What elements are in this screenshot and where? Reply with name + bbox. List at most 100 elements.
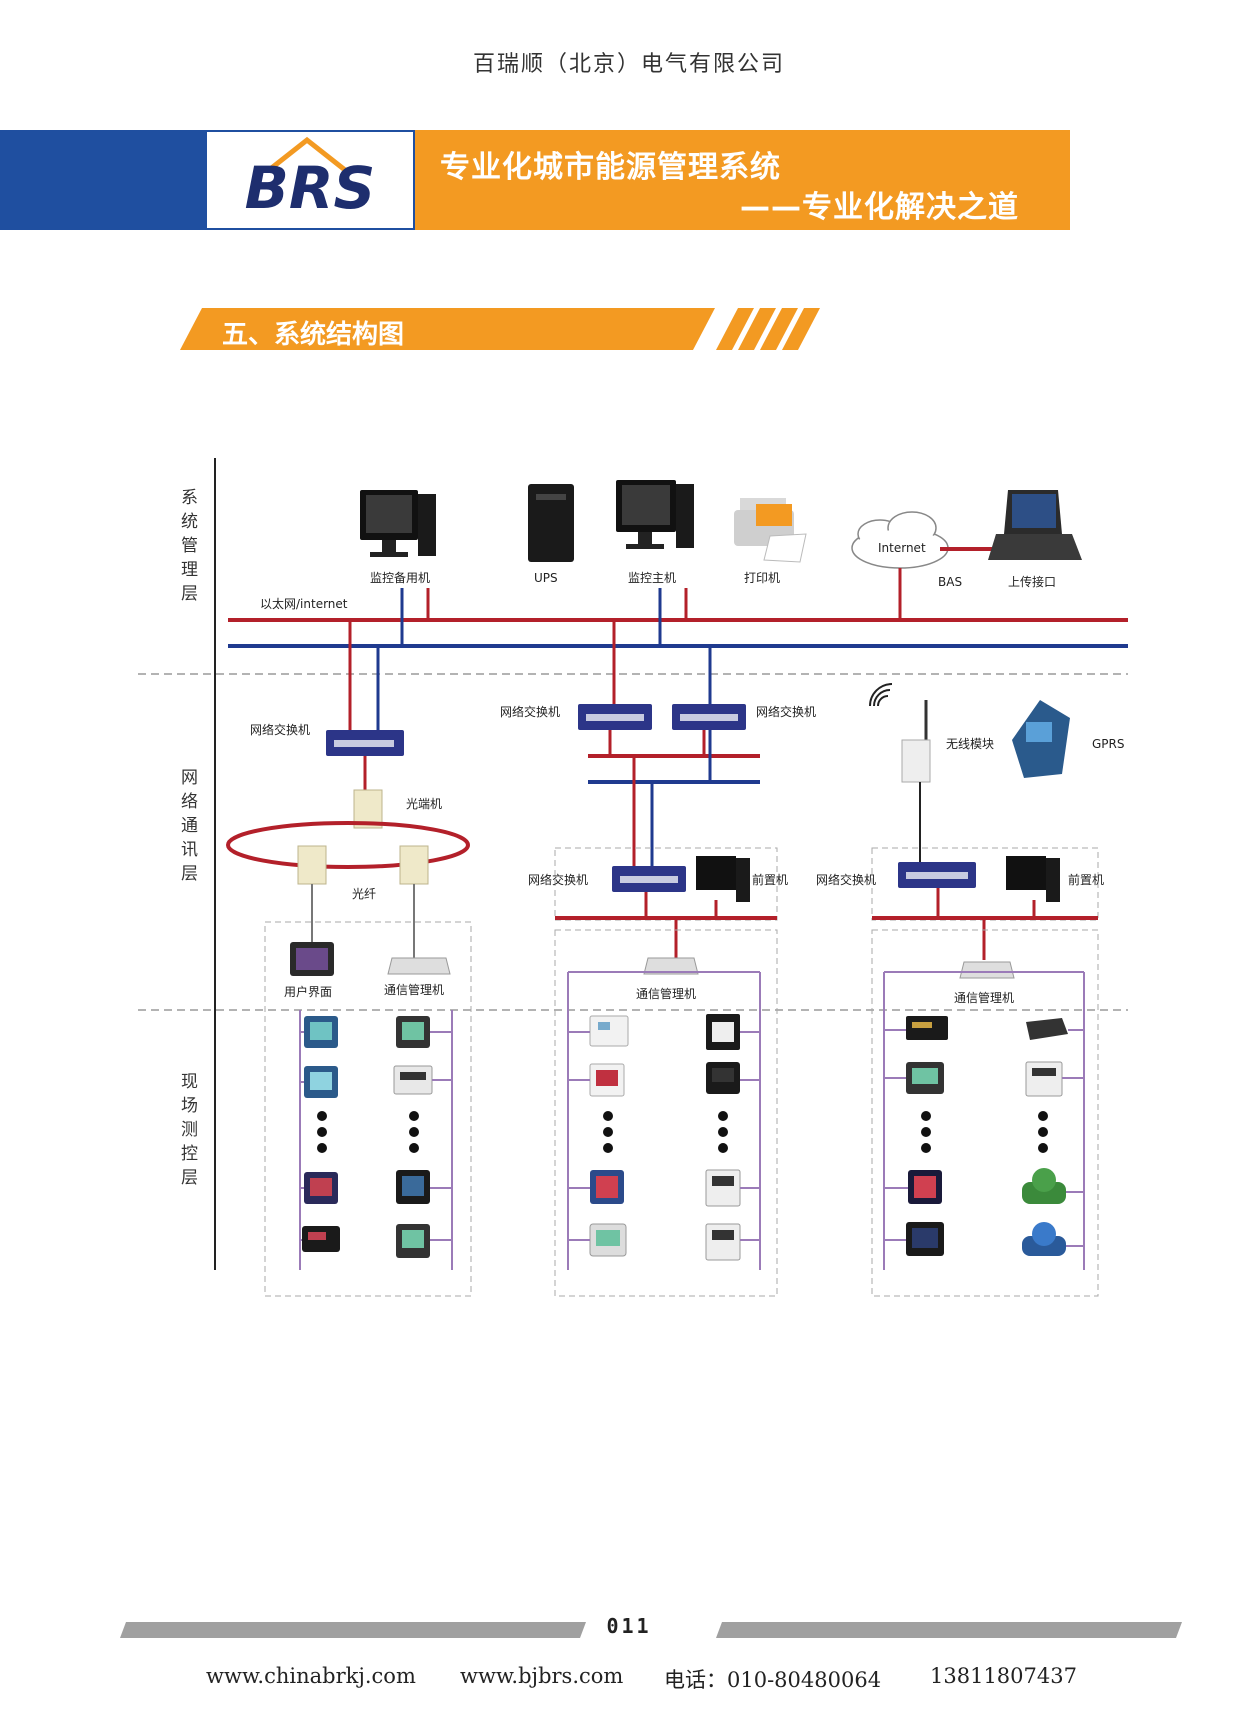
comm-manager-2-icon <box>643 957 699 975</box>
fiber-label: 光纤 <box>352 887 376 901</box>
banner-title: 专业化城市能源管理系统 <box>440 150 781 185</box>
meter-icon <box>908 1170 942 1204</box>
layer-label-system: 系统管理层 <box>177 488 198 608</box>
company-name: 百瑞顺（北京）电气有限公司 <box>472 52 785 77</box>
footer-site2[interactable]: www.bjbrs.com <box>460 1664 624 1688</box>
switch3-label: 网络交换机 <box>756 704 816 719</box>
switch2-label: 网络交换机 <box>500 704 560 719</box>
network-switch-5-icon <box>898 862 976 888</box>
internet-cloud-icon <box>851 511 949 569</box>
brs-logo: BRS <box>205 130 415 230</box>
meter-icon <box>396 1170 430 1204</box>
switch5-label: 网络交换机 <box>816 872 876 887</box>
backup-monitor-computer-icon <box>360 490 436 557</box>
ups-icon <box>528 484 574 562</box>
ellipsis-dots-icon <box>317 1111 327 1153</box>
layer-label-field: 现场测控层 <box>177 1072 198 1192</box>
meter-icon <box>589 1063 625 1097</box>
ellipsis-dots-icon <box>1038 1111 1048 1153</box>
meter-icon <box>590 1170 624 1204</box>
footer-mobile: 13811807437 <box>930 1664 1077 1688</box>
front-computer-1-icon <box>696 856 750 902</box>
footer-site1[interactable]: www.chinabrkj.com <box>206 1664 416 1688</box>
front-computer-2-icon <box>1006 856 1060 902</box>
logo-lettering: BRS <box>245 154 376 222</box>
ellipsis-dots-icon <box>718 1111 728 1153</box>
water-meter-icon <box>1022 1168 1066 1204</box>
meter-icon <box>706 1062 740 1094</box>
optical-terminal-icon-left <box>297 845 327 885</box>
printer-icon <box>734 498 807 563</box>
gprs-module-icon <box>1012 700 1070 778</box>
meter-icon <box>705 1169 741 1207</box>
meter-icon <box>1025 1061 1063 1097</box>
footer-phone: 电话：010-80480064 <box>664 1668 882 1692</box>
meter-icon <box>396 1016 430 1048</box>
switch1-label: 网络交换机 <box>250 722 310 737</box>
field-box-middle <box>554 929 778 1297</box>
footer-rule-left <box>120 1622 586 1638</box>
comm-manager-1-icon <box>387 957 451 975</box>
field-box-right <box>871 929 1099 1297</box>
meter-icon <box>302 1226 340 1252</box>
front2-label: 前置机 <box>1068 872 1104 887</box>
meter-icon <box>589 1015 629 1047</box>
front1-label: 前置机 <box>752 872 788 887</box>
comm-manager-3-icon <box>959 961 1015 979</box>
ethernet-label: 以太网/internet <box>260 596 348 611</box>
main-monitor-computer-icon <box>616 480 694 549</box>
meter-icon <box>906 1222 944 1256</box>
comm-mgr3-label: 通信管理机 <box>954 990 1014 1005</box>
meter-icon <box>706 1014 740 1050</box>
banner-subtitle: ——专业化解决之道 <box>740 190 1019 225</box>
meter-icon <box>589 1223 627 1257</box>
meter-icon <box>906 1016 948 1040</box>
ellipsis-dots-icon <box>409 1111 419 1153</box>
network-switch-2-icon <box>578 704 652 730</box>
backup-monitor-label: 监控备用机 <box>370 571 430 585</box>
meter-icon <box>304 1172 338 1204</box>
comm-mgr2-label: 通信管理机 <box>636 986 696 1001</box>
printer-label: 打印机 <box>744 571 780 585</box>
network-switch-1-icon <box>326 730 404 756</box>
meter-icon <box>1026 1018 1068 1040</box>
internet-label: Internet <box>878 541 926 555</box>
ellipsis-dots-icon <box>603 1111 613 1153</box>
upload-label: 上传接口 <box>1008 574 1056 589</box>
meter-icon <box>705 1223 741 1261</box>
main-monitor-label: 监控主机 <box>628 571 676 585</box>
comm-mgr1-label: 通信管理机 <box>384 982 444 997</box>
user-interface-screen-icon <box>290 942 334 976</box>
section-title-bar <box>180 308 820 350</box>
optical-terminal-icon-right <box>399 845 429 885</box>
network-switch-3-icon <box>672 704 746 730</box>
footer-contacts: www.chinabrkj.com www.bjbrs.com 电话：010-8… <box>0 1664 1258 1694</box>
wifi-signal-icon <box>869 683 893 707</box>
meter-icon <box>906 1062 944 1094</box>
section-title: 五、系统结构图 <box>222 320 405 350</box>
bas-label: BAS <box>938 575 962 589</box>
optical-terminal-label: 光端机 <box>406 797 442 811</box>
wireless-module-icon <box>901 700 931 783</box>
water-meter-icon <box>1022 1222 1066 1256</box>
gprs-label: GPRS <box>1092 737 1125 751</box>
page-number: 011 <box>606 1614 652 1638</box>
meter-icon <box>304 1066 338 1098</box>
switch4-label: 网络交换机 <box>528 872 588 887</box>
fiber-ring <box>226 821 470 869</box>
ellipsis-dots-icon <box>921 1111 931 1153</box>
banner-blue-block <box>0 130 205 230</box>
ups-label: UPS <box>534 571 558 585</box>
footer-rule-right <box>716 1622 1182 1638</box>
banner-orange-block <box>415 130 1070 230</box>
laptop-icon <box>988 490 1082 560</box>
field-box-left <box>264 921 472 1297</box>
layer-label-network: 网络通讯层 <box>177 768 198 888</box>
meter-icon <box>304 1016 338 1048</box>
wireless-label: 无线模块 <box>946 737 994 751</box>
meter-icon <box>396 1224 430 1258</box>
network-switch-4-icon <box>612 866 686 892</box>
user-ui-label: 用户界面 <box>284 984 332 999</box>
meter-icon <box>393 1065 433 1095</box>
